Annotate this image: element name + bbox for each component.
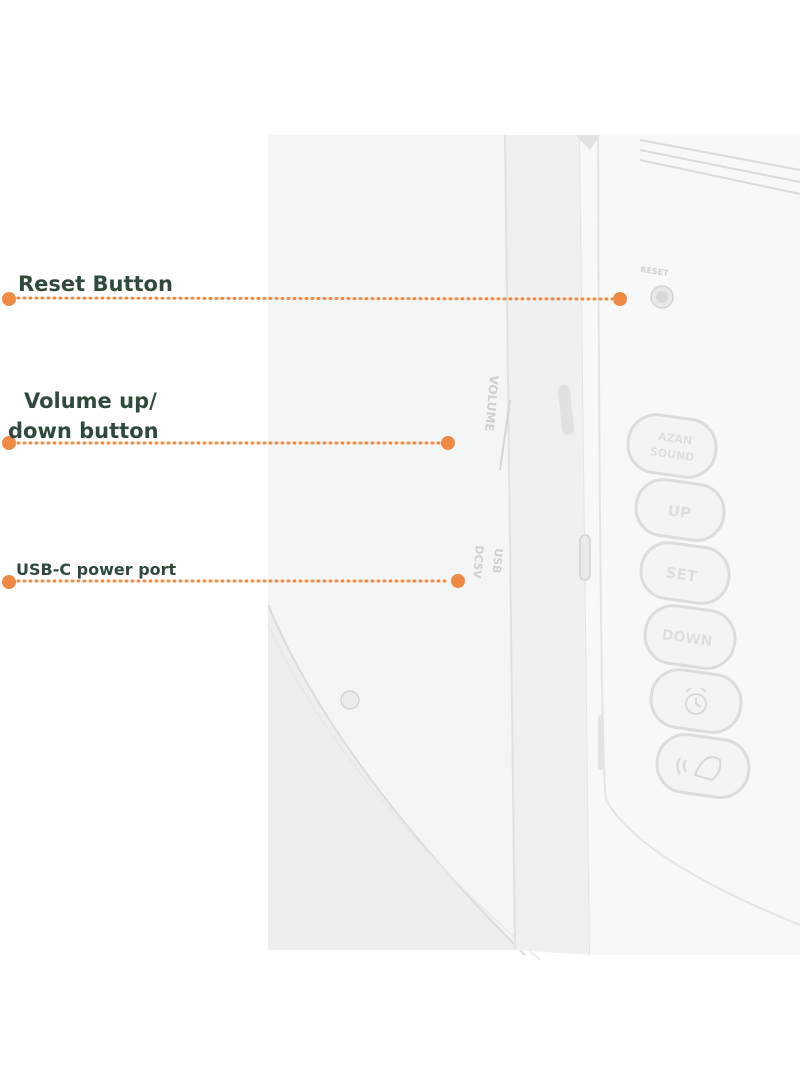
sound-button[interactable] — [653, 731, 752, 801]
svg-text:AZAN: AZAN — [657, 430, 693, 448]
device-bevel-strip — [505, 135, 590, 955]
reset-marking: RESET — [640, 265, 670, 278]
reset-button-label: Reset Button — [18, 272, 173, 296]
screw-hole — [340, 690, 360, 710]
volume-end-dot — [441, 436, 455, 450]
volume-start-dot — [2, 436, 16, 450]
reset-start-dot — [2, 292, 16, 306]
usb-end-dot — [451, 574, 465, 588]
up-button[interactable]: UP — [633, 476, 728, 544]
bell-sound-icon — [676, 756, 722, 782]
usb-marking-dc5v: DC5V — [470, 545, 486, 580]
usb-c-port[interactable] — [579, 534, 591, 581]
down-button[interactable]: DOWN — [641, 602, 738, 672]
device-base-curve — [268, 600, 520, 950]
alarm-button[interactable] — [647, 666, 744, 736]
reset-end-dot — [613, 292, 627, 306]
volume-button-label: Volume up/ down button — [8, 389, 159, 443]
volume-wheel[interactable] — [557, 385, 575, 436]
svg-text:SET: SET — [665, 563, 699, 585]
set-button[interactable]: SET — [638, 539, 733, 607]
usb-start-dot — [2, 575, 16, 589]
svg-text:DOWN: DOWN — [661, 627, 713, 650]
svg-text:UP: UP — [667, 501, 692, 522]
usb-marking: USB — [490, 548, 505, 574]
vent-slot — [598, 715, 604, 770]
button-column: AZAN SOUND UP SET DOWN — [624, 411, 752, 801]
azan-sound-button[interactable]: AZAN SOUND — [624, 411, 719, 481]
svg-text:SOUND: SOUND — [649, 445, 695, 464]
alarm-clock-icon — [685, 687, 707, 715]
reset-leader-line — [16, 296, 614, 301]
volume-marking: VOLUME — [482, 375, 501, 432]
usb-c-port-label: USB-C power port — [16, 560, 177, 579]
vent-grille — [639, 139, 800, 195]
